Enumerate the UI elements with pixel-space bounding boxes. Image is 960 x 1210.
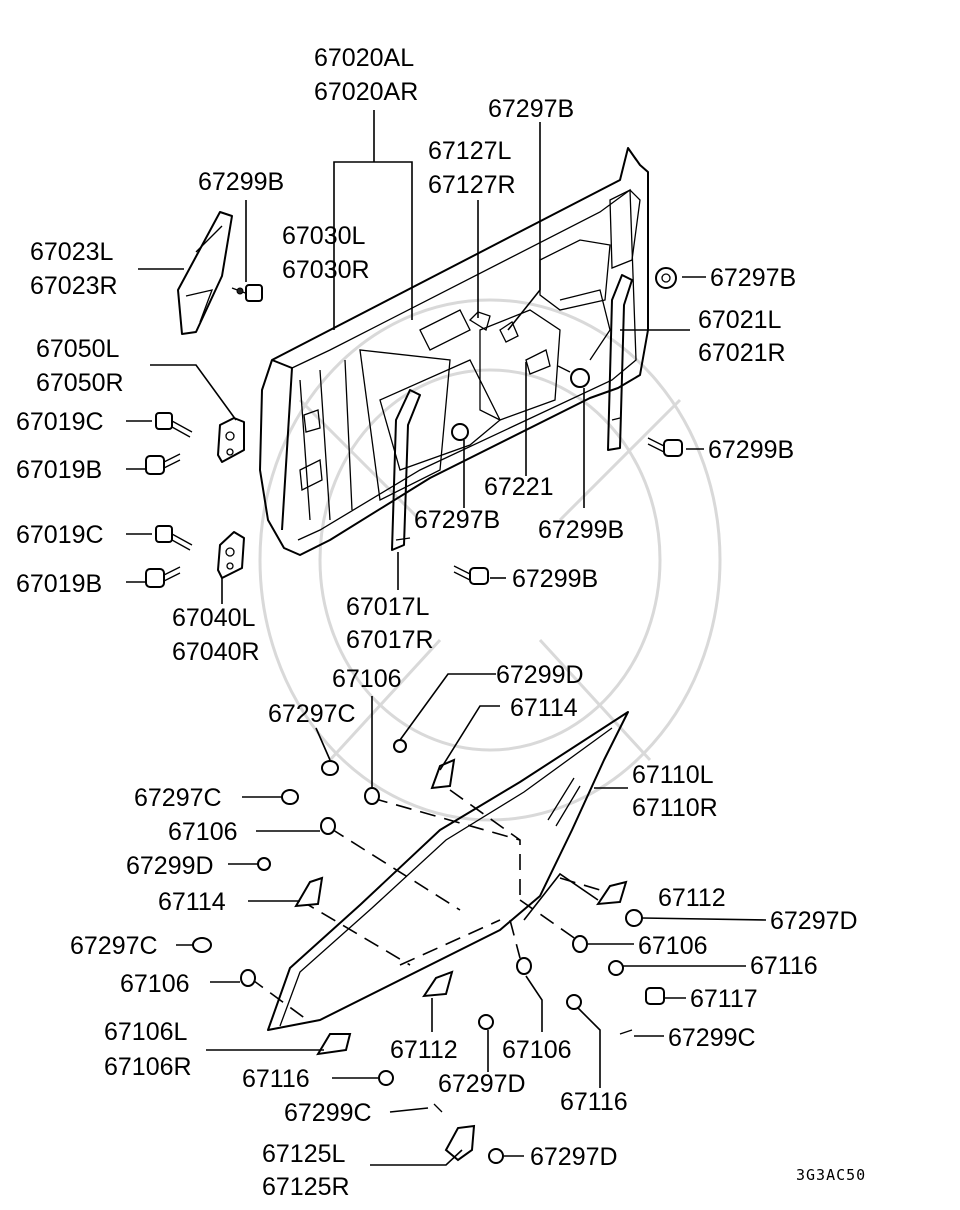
clip-67127 — [468, 311, 491, 332]
label-67297d-low: 67297D — [438, 1070, 526, 1098]
nut-67297b-mid — [451, 423, 469, 441]
label-67299d-mid: 67299D — [126, 852, 214, 880]
label-67019b-2: 67019B — [16, 570, 102, 598]
mounting-lines — [249, 789, 601, 1023]
label-67297c-top: 67297C — [268, 700, 356, 728]
label-67127l: 67127L — [428, 137, 512, 165]
label-67106-right: 67106 — [638, 932, 708, 960]
diagram-code: 3G3AC50 — [796, 1166, 866, 1184]
screw-67299b-right — [647, 437, 683, 457]
label-67112-right: 67112 — [658, 884, 726, 912]
label-67106-bot: 67106 — [502, 1036, 572, 1064]
bracket-67221 — [525, 349, 551, 375]
label-67116-low: 67116 — [242, 1065, 310, 1093]
label-67112-low: 67112 — [390, 1036, 458, 1064]
label-67020al: 67020AL — [314, 44, 414, 72]
label-67299b-mid: 67299B — [538, 516, 624, 544]
mirror-bracket-67023 — [177, 211, 233, 335]
label-67023l: 67023L — [30, 238, 114, 266]
label-67019b-1: 67019B — [16, 456, 102, 484]
label-67125r: 67125R — [262, 1173, 350, 1201]
bolt-67019c-1 — [155, 412, 193, 438]
label-67023r: 67023R — [30, 272, 118, 300]
screw-67299b-top — [231, 284, 263, 302]
bolt-67019b-1 — [145, 453, 181, 475]
label-67110r: 67110R — [632, 794, 718, 822]
label-67299d-top: 67299D — [496, 661, 584, 689]
label-67299c-low: 67299C — [284, 1099, 372, 1127]
door-shell-67030 — [259, 147, 649, 556]
label-67116-right: 67116 — [750, 952, 818, 980]
front-channel-67017 — [391, 389, 421, 551]
lower-hinge-67040 — [217, 531, 245, 579]
label-67106-top: 67106 — [332, 665, 402, 693]
label-67297b-top: 67297B — [488, 95, 574, 123]
label-67106r: 67106R — [104, 1053, 192, 1081]
label-67030l: 67030L — [282, 222, 366, 250]
label-67106-mid: 67106 — [168, 818, 238, 846]
bolt-67019c-2 — [155, 525, 193, 551]
label-67040r: 67040R — [172, 638, 260, 666]
label-67114-mid: 67114 — [158, 888, 226, 916]
clip-67297b-top — [499, 321, 519, 343]
screw-67299b-mid — [557, 365, 590, 388]
label-67299b-low: 67299B — [512, 565, 598, 593]
label-67299c-right: 67299C — [668, 1024, 756, 1052]
nut-67297b-right — [655, 267, 677, 289]
label-67221: 67221 — [484, 473, 554, 501]
leader-lines — [126, 110, 767, 1166]
label-67017l: 67017L — [346, 593, 430, 621]
label-67021l: 67021L — [698, 306, 782, 334]
glass-hardware — [192, 739, 665, 1164]
label-67050r: 67050R — [36, 369, 124, 397]
part-labels: 67020AL 67020AR 67297B 67127L 67127R 672… — [16, 44, 866, 1201]
upper-hinge-67050 — [217, 417, 245, 463]
label-67040l: 67040L — [172, 604, 256, 632]
label-67297b-mid: 67297B — [414, 506, 500, 534]
label-67125l: 67125L — [262, 1140, 346, 1168]
label-67127r: 67127R — [428, 171, 516, 199]
label-67021r: 67021R — [698, 339, 786, 367]
label-67116-bot: 67116 — [560, 1088, 628, 1116]
label-67106l: 67106L — [104, 1018, 188, 1046]
label-67297c-low: 67297C — [70, 932, 158, 960]
door-glass-67110 — [267, 711, 629, 1031]
label-67020ar: 67020AR — [314, 78, 418, 106]
watermark-emblem — [258, 298, 722, 822]
bolt-67019b-2 — [145, 566, 181, 588]
label-67017r: 67017R — [346, 626, 434, 654]
label-67114-top: 67114 — [510, 694, 578, 722]
label-67117: 67117 — [690, 985, 758, 1013]
label-67299b-right: 67299B — [708, 436, 794, 464]
screw-67299b-low — [453, 565, 489, 585]
label-67106-low: 67106 — [120, 970, 190, 998]
label-67110l: 67110L — [632, 761, 714, 789]
rear-channel-67021 — [607, 274, 633, 451]
label-67050l: 67050L — [36, 335, 120, 363]
label-67019c-1: 67019C — [16, 408, 104, 436]
label-67019c-2: 67019C — [16, 521, 104, 549]
label-67030r: 67030R — [282, 256, 370, 284]
label-67297c-mid: 67297C — [134, 784, 222, 812]
label-67297b-right: 67297B — [710, 264, 796, 292]
label-67297d-right: 67297D — [770, 907, 858, 935]
label-67297d-bot: 67297D — [530, 1143, 618, 1171]
label-67299b-top: 67299B — [198, 168, 284, 196]
